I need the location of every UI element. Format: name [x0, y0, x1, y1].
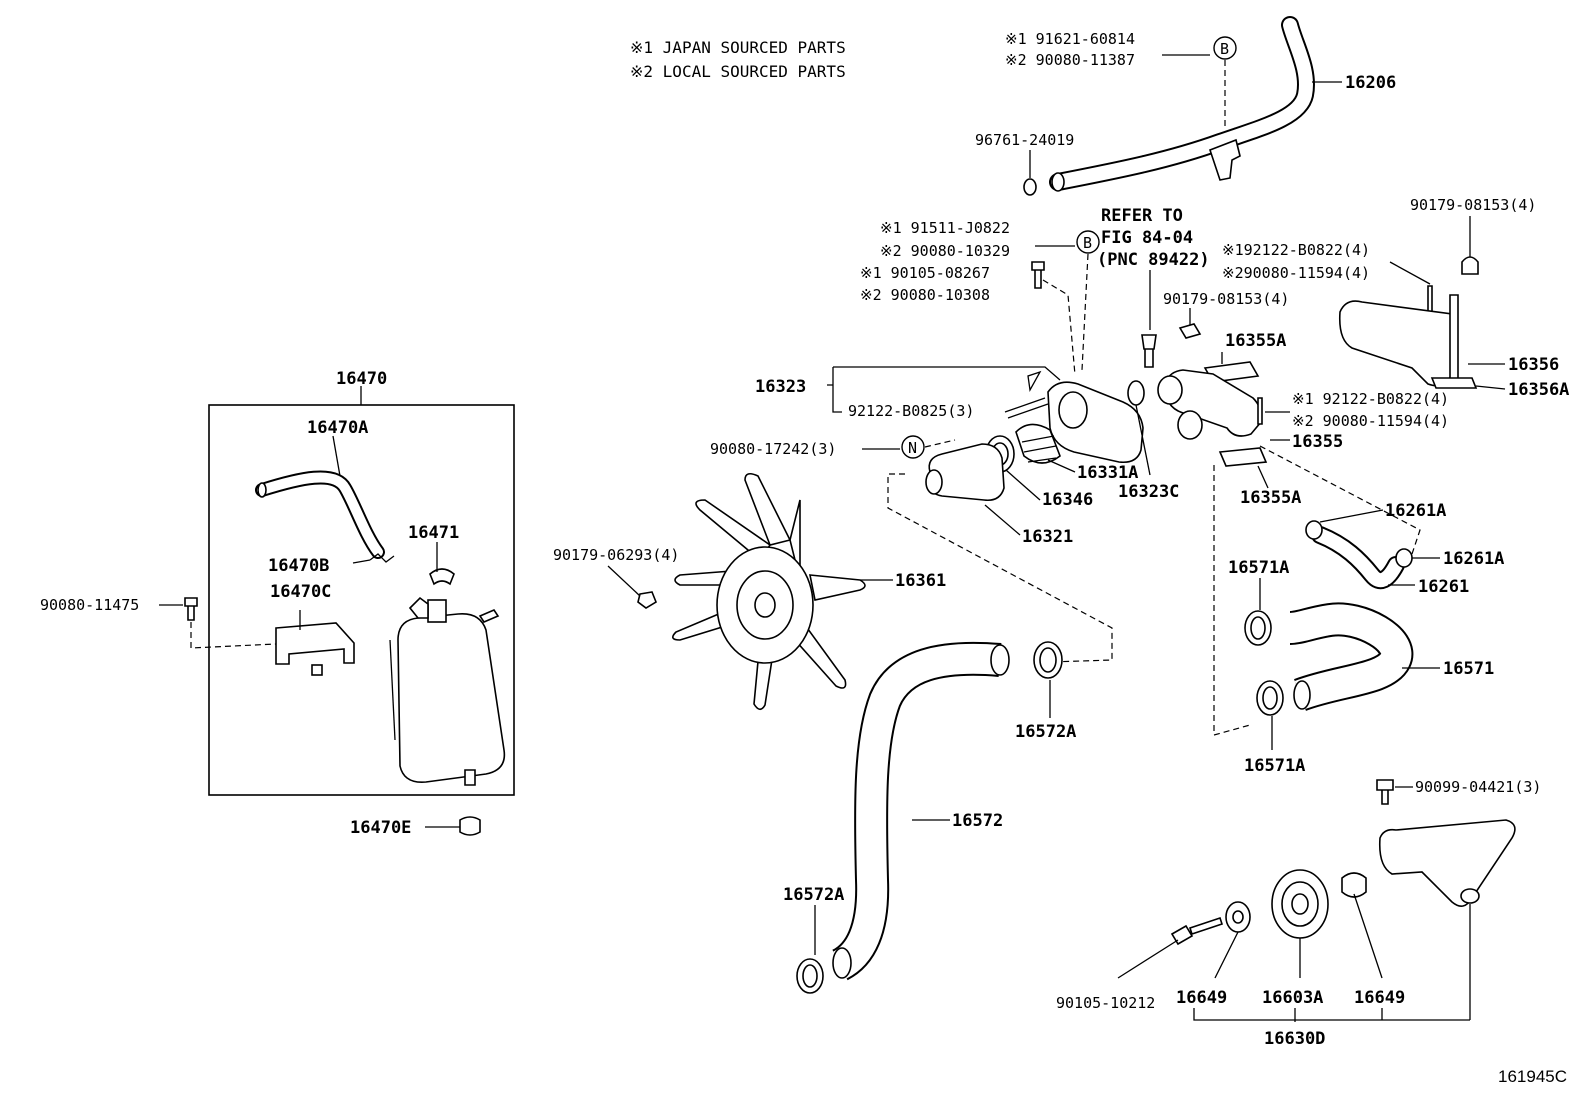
fan-part[interactable]: [672, 472, 866, 711]
label-16572: 16572: [952, 811, 1003, 831]
label-16355: 16355: [1292, 432, 1343, 452]
label-16471: 16471: [408, 523, 459, 543]
housing-gasket-part[interactable]: [1127, 380, 1145, 406]
label-16572A-right: 16572A: [1015, 722, 1076, 742]
label-16470C: 16470C: [270, 582, 331, 602]
label-16571A-bottom: 16571A: [1244, 756, 1305, 776]
label-90080-11594-mid: ※2 90080-11594(4): [1292, 412, 1449, 430]
bolt-90099-04421[interactable]: [1376, 779, 1394, 805]
badge-n: [901, 435, 925, 459]
stud-92122-B0825[interactable]: [1004, 397, 1049, 419]
label-90080-17242: 90080-17242(3): [710, 440, 836, 458]
badge-n-text: N: [908, 439, 917, 457]
reservoir-bolt-part[interactable]: [478, 609, 500, 623]
o-ring-96761[interactable]: [1023, 178, 1037, 196]
reservoir-group: [208, 386, 515, 796]
badge-b-top: [1213, 36, 1237, 60]
reservoir-tank-part[interactable]: [397, 613, 506, 783]
label-16571: 16571: [1443, 659, 1494, 679]
label-16361: 16361: [895, 571, 946, 591]
label-16331A: 16331A: [1077, 463, 1138, 483]
note-japan-sourced: ※1 JAPAN SOURCED PARTS: [630, 38, 846, 57]
label-16470A: 16470A: [307, 418, 368, 438]
label-16323: 16323: [755, 377, 806, 397]
label-16649-b: 16649: [1354, 988, 1405, 1008]
label-91621-60814: ※1 91621-60814: [1005, 30, 1135, 48]
refer-line1: REFER TO: [1101, 206, 1183, 226]
label-90105-08267: ※1 90105-08267: [860, 264, 990, 282]
label-90105-10212: 90105-10212: [1056, 994, 1155, 1012]
reservoir-clamp-part[interactable]: [429, 568, 455, 586]
label-92122-B0822-mid: ※1 92122-B0822(4): [1292, 390, 1449, 408]
label-16356A: 16356A: [1508, 380, 1569, 400]
label-92122-B0822-top: ※192122-B0822(4): [1222, 241, 1370, 259]
label-16571A-top: 16571A: [1228, 558, 1289, 578]
label-90080-10329: ※2 90080-10329: [880, 242, 1010, 260]
label-90179-06293: 90179-06293(4): [553, 546, 679, 564]
water-inlet-part[interactable]: [928, 443, 1005, 502]
label-16261: 16261: [1418, 577, 1469, 597]
badge-b-mid-text: B: [1083, 234, 1092, 252]
clip-16261A-a[interactable]: [1305, 520, 1323, 540]
bolt-90105-10212[interactable]: [1170, 916, 1224, 946]
label-90099-04421: 90099-04421(3): [1415, 778, 1541, 796]
label-16355A-bot: 16355A: [1240, 488, 1301, 508]
badge-b-mid: [1076, 230, 1100, 254]
stud-bracket[interactable]: [1427, 285, 1433, 315]
bolt-90105-08267[interactable]: [1031, 261, 1045, 289]
label-92122-B0825: 92122-B0825(3): [848, 402, 974, 420]
reservoir-cap-part[interactable]: [427, 599, 447, 623]
label-16261A-b: 16261A: [1443, 549, 1504, 569]
water-pipe-bracket[interactable]: [1208, 138, 1241, 181]
sensor-89422[interactable]: [1141, 334, 1157, 368]
label-16470B: 16470B: [268, 556, 329, 576]
label-90179-08153-b: 90179-08153(4): [1410, 196, 1536, 214]
label-16323C: 16323C: [1118, 482, 1179, 502]
label-90080-11475: 90080-11475: [40, 596, 139, 614]
label-16470E: 16470E: [350, 818, 411, 838]
gasket-16356A[interactable]: [1430, 377, 1478, 389]
label-16572A-left: 16572A: [783, 885, 844, 905]
badge-b-top-text: B: [1220, 40, 1229, 58]
hose-clip-part[interactable]: [369, 553, 395, 563]
bracket-16356-part[interactable]: [1338, 300, 1453, 387]
label-90080-11594-top: ※290080-11594(4): [1222, 264, 1370, 282]
reservoir-bracket-part[interactable]: [275, 622, 355, 665]
refer-line2: FIG 84-04: [1101, 228, 1193, 248]
label-96761-24019: 96761-24019: [975, 131, 1074, 149]
label-91511-J0822: ※1 91511-J0822: [880, 219, 1010, 237]
label-16261A-a: 16261A: [1385, 501, 1446, 521]
label-16649-a: 16649: [1176, 988, 1227, 1008]
label-16470: 16470: [336, 369, 387, 389]
spacer-16649-b[interactable]: [1341, 872, 1367, 898]
label-16630D: 16630D: [1264, 1029, 1325, 1049]
label-16356: 16356: [1508, 355, 1559, 375]
figure-id: 161945C: [1498, 1067, 1567, 1086]
label-16346: 16346: [1042, 490, 1093, 510]
label-16603A: 16603A: [1262, 988, 1323, 1008]
cap-16470E[interactable]: [459, 816, 481, 836]
nut-90179-06293[interactable]: [637, 591, 657, 609]
note-local-sourced: ※2 LOCAL SOURCED PARTS: [630, 62, 846, 81]
label-16321: 16321: [1022, 527, 1073, 547]
nut-90179-08153-b[interactable]: [1461, 256, 1479, 275]
label-90080-11387: ※2 90080-11387: [1005, 51, 1135, 69]
label-16355A-top: 16355A: [1225, 331, 1286, 351]
nut-90179-08153-a[interactable]: [1178, 323, 1202, 339]
stud-outlet[interactable]: [1257, 397, 1263, 425]
refer-line3: (PNC 89422): [1097, 250, 1210, 270]
label-90179-08153-a: 90179-08153(4): [1163, 290, 1289, 308]
outlet-gasket-bottom[interactable]: [1218, 447, 1268, 467]
bolt-90080-11475[interactable]: [184, 597, 198, 621]
label-16206: 16206: [1345, 73, 1396, 93]
label-90080-10308: ※2 90080-10308: [860, 286, 990, 304]
idler-bracket-part[interactable]: [1378, 819, 1516, 907]
thermostat-part[interactable]: [1015, 423, 1061, 464]
bracket-nut-part[interactable]: [311, 664, 323, 676]
clip-16261A-b[interactable]: [1395, 548, 1413, 568]
